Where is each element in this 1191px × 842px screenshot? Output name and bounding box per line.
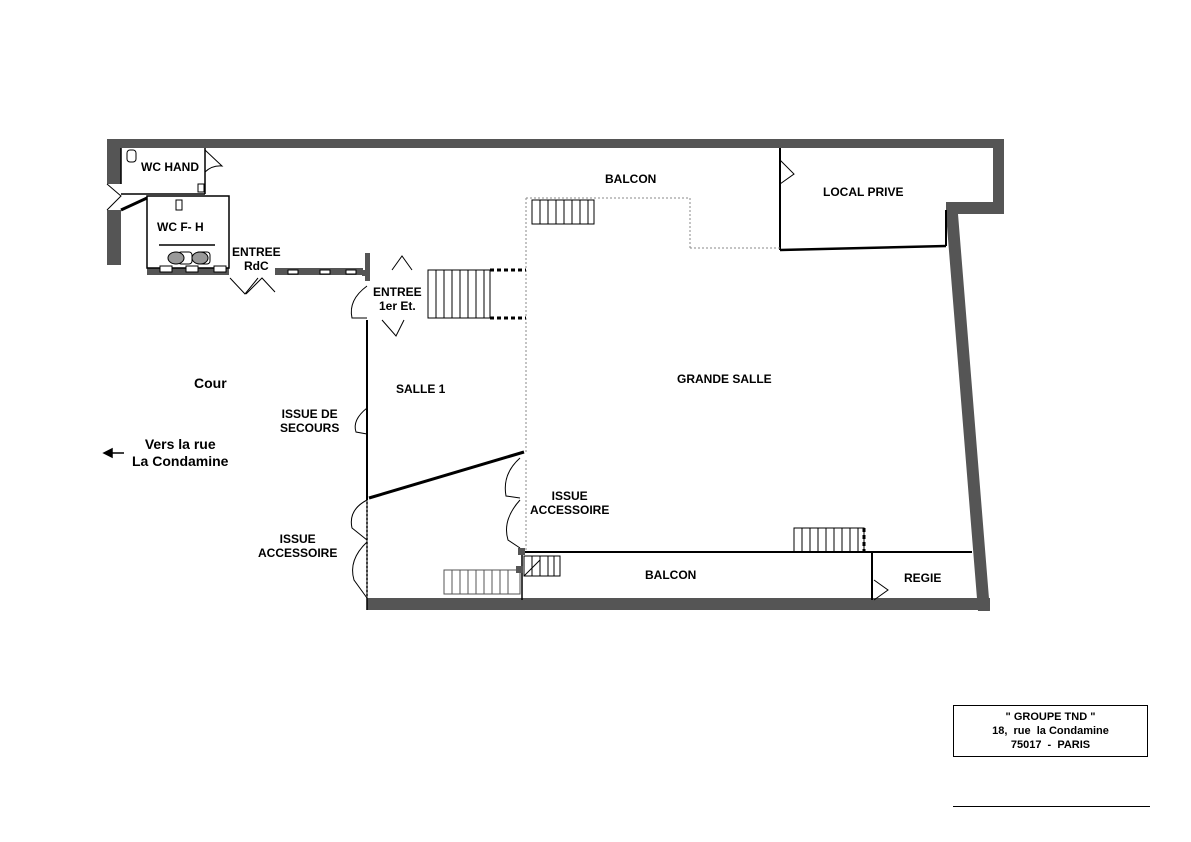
room-entree-1er: ENTREE 1er Et.: [373, 285, 422, 313]
door-swing: [352, 541, 368, 599]
urinal-icon: [175, 199, 183, 211]
urinal-icon: [159, 265, 173, 273]
interior-walls: [120, 148, 972, 610]
room-wc-fh: WC F- H: [157, 220, 204, 234]
arrow-left-icon: [102, 447, 124, 459]
toilet-icon: [126, 149, 137, 163]
title-block-street: 18, rue la Condamine: [992, 725, 1109, 737]
stairs-balcon-top: [531, 199, 595, 225]
label-direction-line2: La Condamine: [132, 453, 229, 469]
door-swing: [106, 183, 122, 211]
exit-issue-accessoire-inner: ISSUE ACCESSOIRE: [530, 489, 609, 517]
title-block: " GROUPE TND " 18, rue la Condamine 7501…: [953, 705, 1148, 757]
signature-line: [953, 806, 1150, 807]
door-swing: [391, 255, 413, 271]
stairs-entree: [427, 269, 491, 319]
urinal-icon: [319, 269, 331, 275]
door-swing: [204, 149, 224, 173]
room-wc-hand: WC HAND: [141, 160, 199, 174]
sink-icon: [167, 251, 185, 265]
door-swing: [506, 499, 521, 549]
room-entree-rdc: ENTREE RdC: [232, 245, 281, 273]
label-direction-line1: Vers la rue: [144, 436, 216, 452]
door-swing: [873, 579, 889, 601]
exit-issue-secours-line1: ISSUE DE: [281, 407, 338, 421]
room-entree-rdc-line1: ENTREE: [232, 245, 281, 259]
door-swing: [381, 319, 405, 337]
urinal-icon: [345, 269, 357, 275]
label-cour: Cour: [194, 375, 227, 391]
exit-issue-secours: ISSUE DE SECOURS: [280, 407, 339, 435]
fixtures: [126, 149, 357, 275]
exit-issue-accessoire-outer-line1: ISSUE: [279, 532, 316, 546]
room-salle-1: SALLE 1: [396, 382, 446, 396]
room-entree-1er-line1: ENTREE: [373, 285, 422, 299]
door-swing: [229, 277, 259, 295]
stairs-lower-left: [443, 569, 521, 595]
balcony-edges: [366, 197, 780, 598]
room-entree-rdc-line2: RdC: [244, 259, 269, 273]
sink-icon: [191, 251, 209, 265]
exit-issue-secours-line2: SECOURS: [280, 421, 340, 435]
stairs-spiral: [523, 555, 561, 577]
room-entree-1er-line2: 1er Et.: [379, 299, 416, 313]
door-swing: [354, 407, 368, 435]
door-swing: [779, 159, 795, 185]
stairs-balcon-bottom: [793, 527, 865, 553]
room-grande-salle: GRANDE SALLE: [677, 372, 772, 386]
door-swing: [504, 457, 521, 499]
door-swing: [245, 277, 276, 295]
urinal-icon: [213, 265, 227, 273]
exit-issue-accessoire-inner-line2: ACCESSOIRE: [530, 503, 610, 517]
exit-issue-accessoire-inner-line1: ISSUE: [551, 489, 588, 503]
post: [516, 566, 523, 573]
exit-issue-accessoire-outer: ISSUE ACCESSOIRE: [258, 532, 337, 560]
room-regie: REGIE: [904, 571, 942, 585]
room-local-prive: LOCAL PRIVE: [823, 185, 904, 199]
room-balcon-top: BALCON: [605, 172, 657, 186]
label-direction: Vers la rue La Condamine: [132, 436, 228, 470]
door-swing: [350, 499, 368, 541]
urinal-icon: [185, 265, 199, 273]
title-block-city: 75017 - PARIS: [1010, 739, 1091, 751]
sink-icon: [197, 183, 205, 193]
title-block-name: " GROUPE TND ": [1005, 711, 1096, 723]
doors: [106, 149, 889, 601]
door-swing: [350, 285, 368, 319]
room-balcon-bottom: BALCON: [645, 568, 697, 582]
exit-issue-accessoire-outer-line2: ACCESSOIRE: [258, 546, 338, 560]
post: [518, 548, 525, 555]
urinal-icon: [287, 269, 299, 275]
